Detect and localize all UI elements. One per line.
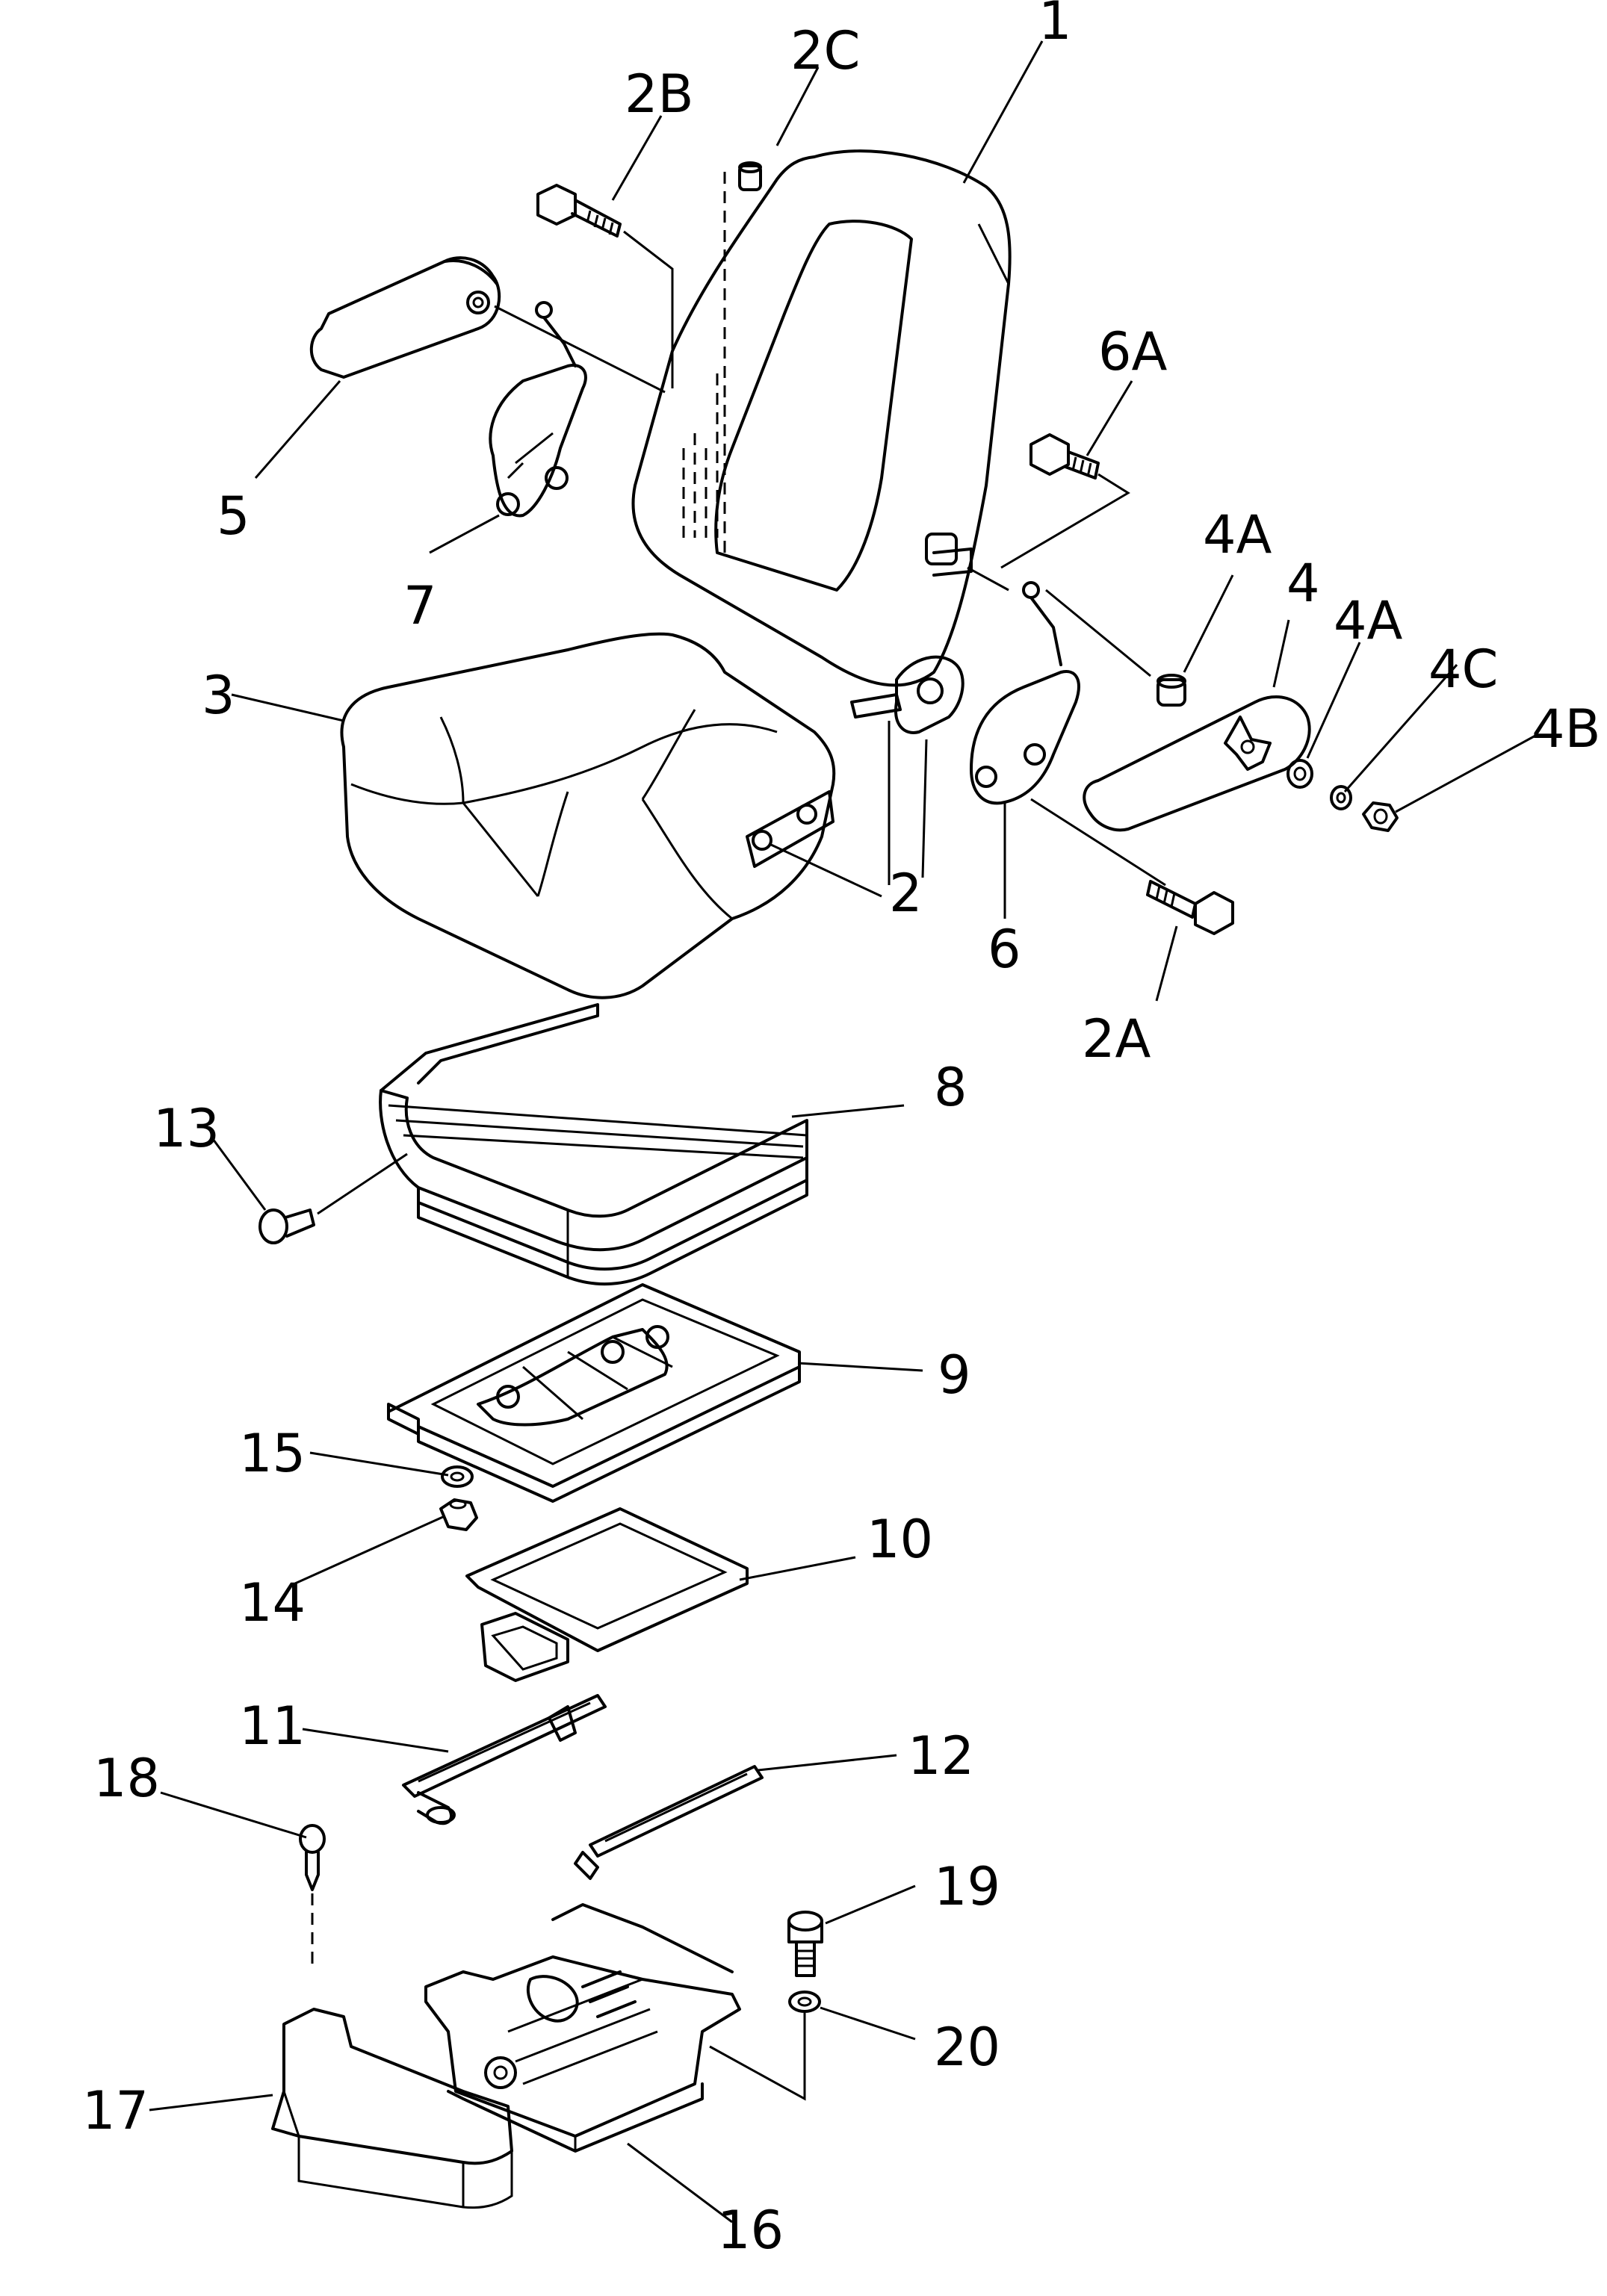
callout-14: 14: [239, 1572, 306, 1633]
bolt-part-6a: [1029, 433, 1100, 480]
washer-part-15: [441, 1465, 474, 1488]
leader-4a-axis: [1045, 589, 1151, 677]
leader-20-axis: [709, 2013, 806, 2101]
callout-17: 17: [82, 2080, 149, 2141]
hinge-pivot-part-2: [850, 533, 973, 734]
side-cover-part-17: [271, 2008, 513, 2209]
leader-5-axis: [494, 305, 666, 394]
armrest-part-4: [1083, 695, 1311, 832]
armrest-part-5: [309, 256, 501, 379]
callout-2a: 2A: [1082, 1008, 1151, 1070]
leader-2b-path: [623, 230, 674, 388]
seat-cushion-part-3: [340, 632, 836, 999]
callout-labels: 1 2C 2B 5 7 3 2 6 2A 6A 4A 4 4A 4C 4B 8 …: [82, 0, 1601, 2261]
bolt-part-2b: [536, 184, 622, 238]
leader-13-axis: [317, 1152, 408, 1215]
callout-4a-2: 4A: [1334, 590, 1403, 651]
backrest-part-1: [631, 149, 1012, 687]
callout-9: 9: [938, 1344, 971, 1406]
washer-part-4c: [1330, 785, 1352, 810]
collar-part-4a-inner: [1157, 674, 1186, 707]
callout-8: 8: [934, 1057, 967, 1118]
leader-6a-path: [1000, 473, 1130, 569]
bushing-part-2c: [738, 161, 762, 191]
callout-6a: 6A: [1098, 321, 1168, 382]
nut-part-4b: [1362, 801, 1399, 832]
slide-frame-part-8: [379, 1003, 808, 1285]
leader-3-to-2: [769, 843, 882, 898]
suspension-frame-part-9: [387, 1283, 801, 1503]
callout-2b: 2B: [625, 63, 694, 125]
callout-2c: 2C: [790, 20, 860, 81]
callout-12: 12: [908, 1725, 974, 1787]
callout-4b: 4B: [1532, 698, 1601, 760]
slide-rail-part-12: [574, 1765, 764, 1880]
callout-20: 20: [934, 2017, 1000, 2078]
leader-6-axis: [1030, 798, 1166, 887]
slide-rail-part-11: [402, 1694, 607, 1825]
washer-part-20: [788, 1991, 821, 2013]
collar-part-4a-outer: [1286, 759, 1313, 789]
dashed-hidden-lines: [682, 172, 726, 553]
callout-1: 1: [1038, 0, 1072, 52]
callout-4a-1: 4A: [1203, 504, 1272, 565]
callout-11: 11: [239, 1695, 306, 1757]
callout-6: 6: [988, 919, 1021, 980]
bolt-part-19: [787, 1911, 823, 1977]
callout-4: 4: [1286, 553, 1320, 614]
recliner-bracket-part-6: [970, 581, 1080, 805]
base-plate-part-10: [465, 1507, 749, 1682]
leader-hinge: [888, 566, 1009, 885]
suspension-base-part-16: [424, 1903, 741, 2153]
bolt-part-2a: [1146, 880, 1234, 935]
callout-2: 2: [889, 863, 923, 924]
nut-part-14: [439, 1498, 478, 1531]
callout-16: 16: [717, 2200, 784, 2261]
callout-leaders: [149, 40, 1536, 2224]
callout-5: 5: [217, 485, 250, 547]
recliner-bracket-part-7: [489, 301, 587, 518]
callout-15: 15: [239, 1423, 306, 1484]
callout-19: 19: [934, 1856, 1000, 1917]
callout-4c: 4C: [1428, 639, 1498, 700]
callout-18: 18: [93, 1748, 160, 1809]
screw-part-13: [258, 1208, 315, 1244]
callout-10: 10: [867, 1509, 933, 1570]
callout-3: 3: [202, 665, 235, 726]
callout-7: 7: [403, 575, 437, 636]
callout-13: 13: [153, 1098, 220, 1159]
pin-part-18: [299, 1824, 326, 1891]
